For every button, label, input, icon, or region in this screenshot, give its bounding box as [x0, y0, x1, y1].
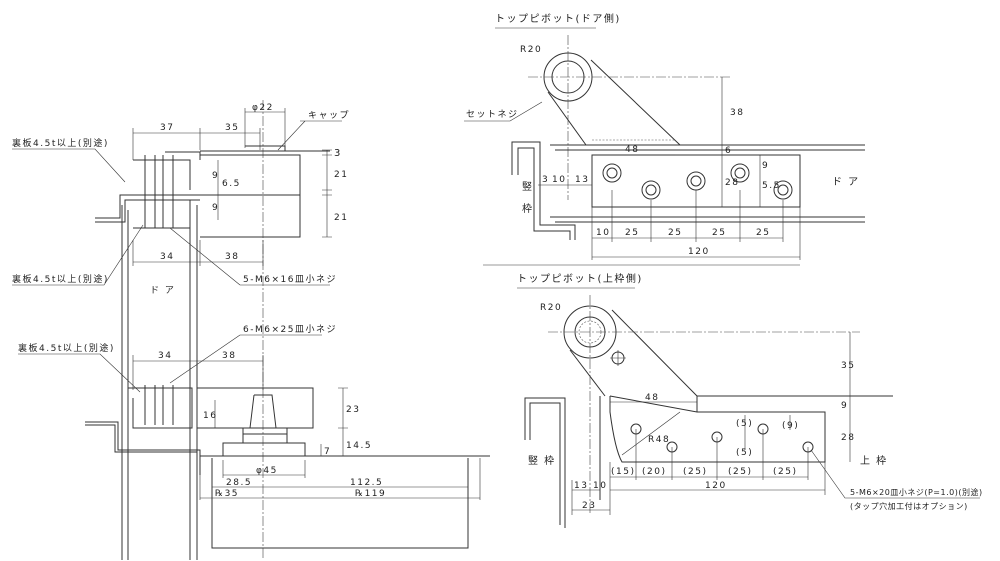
dim-10: 10 — [593, 481, 607, 491]
dim-r119: ℞119 — [355, 489, 386, 499]
dim-pitch: (25) — [773, 467, 797, 477]
dim-48: 48 — [625, 145, 639, 155]
dim-phi45: φ45 — [256, 466, 278, 476]
right-bottom-view: トップピボット(上枠側) R20 R48 35 9 28 48 (5) (5) … — [517, 272, 983, 528]
screw-label: 5-M6×16皿小ネジ — [243, 274, 337, 285]
dim-10a: 10 — [552, 175, 566, 185]
dim-23: 23 — [346, 405, 360, 415]
dim-34: 34 — [158, 351, 172, 361]
dim-pitch: (25) — [728, 467, 752, 477]
dim-28: 28 — [841, 433, 855, 443]
door-label: ド ア — [832, 177, 860, 188]
dim-37: 37 — [160, 123, 174, 133]
dim-14-5: 14.5 — [346, 441, 372, 451]
screw-label: 5-M6×20皿小ネジ(P=1.0)(別途) — [850, 487, 983, 497]
screw-label: 6-M6×25皿小ネジ — [243, 324, 337, 335]
title-head-side: トップピボット(上枠側) — [517, 272, 643, 285]
dim-120: 120 — [688, 247, 710, 257]
dim-pitch: (20) — [642, 467, 666, 477]
jamb-label: 竪 枠 — [528, 454, 556, 467]
right-top-view: トップピボット(ドア側) R20 セットネジ 38 6 28 9 5.5 48 … — [464, 12, 865, 266]
jamb-label-1: 竪 — [522, 181, 534, 193]
dim-3: 3 — [334, 148, 342, 159]
dim-25: 25 — [756, 228, 770, 238]
dim-p5a: (5) — [736, 419, 753, 429]
dim-p9: (9) — [782, 421, 799, 431]
r20-label: R20 — [520, 45, 542, 55]
dim-35: 35 — [841, 361, 855, 371]
dim-9: 9 — [841, 401, 848, 411]
back-plate-label-2: 裏板4.5t以上(別途) — [12, 273, 109, 285]
dim-38: 38 — [730, 108, 744, 118]
dim-p5b: (5) — [736, 448, 753, 458]
screw-note: (タップ穴加工付はオプション) — [850, 501, 968, 511]
dim-38: 38 — [222, 351, 236, 361]
dim-7: 7 — [324, 447, 331, 457]
jamb-label-2: 枠 — [522, 202, 534, 215]
dim-35: 35 — [225, 123, 239, 133]
dim-13: 13 — [575, 175, 589, 185]
dim-23: 23 — [582, 501, 596, 511]
dim-9b: 9 — [212, 203, 219, 213]
dim-21b: 21 — [334, 213, 348, 223]
dim-pitch: (15) — [611, 467, 635, 477]
back-plate-label-1: 裏板4.5t以上(別途) — [12, 137, 109, 149]
left-bottom-view: 6-M6×25皿小ネジ 裏板4.5t以上(別途) 34 38 16 23 14.… — [18, 324, 490, 549]
head-label: 上 枠 — [860, 454, 888, 467]
set-screw-label: セットネジ — [466, 109, 519, 120]
dim-34: 34 — [160, 252, 174, 262]
dim-25: 25 — [625, 228, 639, 238]
dim-21a: 21 — [334, 170, 348, 180]
dim-6: 6 — [725, 146, 732, 156]
dim-pitch: (25) — [683, 467, 707, 477]
dim-38: 38 — [225, 252, 239, 262]
dim-phi22: φ22 — [252, 103, 274, 113]
left-top-view: 37 35 φ22 キャップ 3 21 21 9 6.5 9 34 38 裏板4… — [12, 100, 350, 560]
dim-5-5: 5.5 — [762, 181, 781, 191]
title-door-side: トップピボット(ドア側) — [495, 12, 621, 25]
dim-10b: 10 — [596, 228, 610, 238]
dim-9a: 9 — [212, 171, 219, 181]
dim-120: 120 — [705, 481, 727, 491]
dim-112-5: 112.5 — [350, 478, 383, 488]
dim-9: 9 — [762, 161, 769, 171]
dim-28-5: 28.5 — [226, 478, 252, 488]
dim-28: 28 — [725, 178, 739, 188]
dim-3: 3 — [542, 175, 549, 185]
r20-label: R20 — [540, 303, 562, 313]
cap-label: キャップ — [308, 110, 350, 121]
r48-label: R48 — [648, 435, 670, 445]
dim-6-5: 6.5 — [222, 179, 241, 189]
back-plate-label: 裏板4.5t以上(別途) — [18, 342, 115, 354]
dim-48: 48 — [645, 393, 659, 403]
dim-25: 25 — [668, 228, 682, 238]
dim-16: 16 — [203, 411, 217, 421]
dim-13: 13 — [574, 481, 588, 491]
door-label: ド ア — [150, 286, 175, 296]
dim-r35: ℞35 — [215, 489, 239, 499]
dim-25: 25 — [712, 228, 726, 238]
